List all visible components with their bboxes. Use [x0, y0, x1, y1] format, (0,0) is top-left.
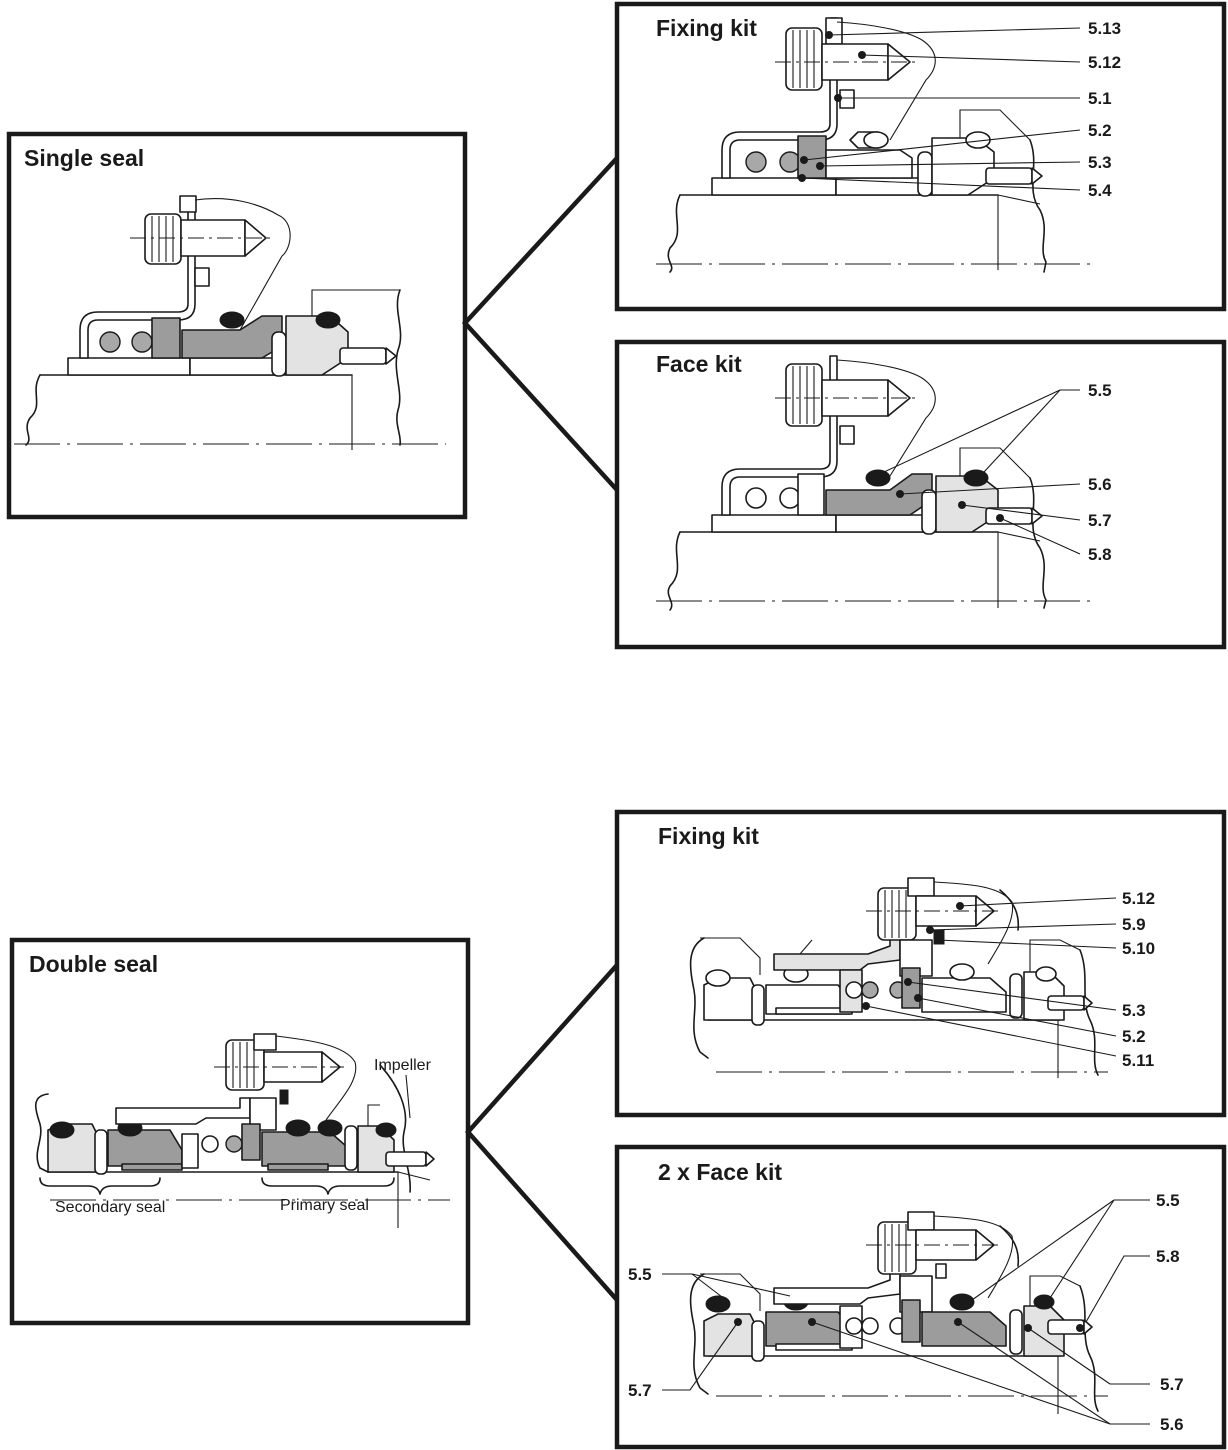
callout-5-1: 5.1: [1088, 89, 1112, 108]
callout-5-5-left: 5.5: [628, 1265, 652, 1284]
double-seal-title: Double seal: [29, 951, 158, 977]
single-fixing-kit-box: [614, 1, 1227, 312]
single-face-kit-drawing: [656, 355, 1094, 611]
callout-5-7-left: 5.7: [628, 1381, 652, 1400]
impeller-label: Impeller: [374, 1057, 432, 1074]
callout-5-4: 5.4: [1088, 181, 1112, 200]
callout-5-6: 5.6: [1088, 475, 1112, 494]
callout-5-7: 5.7: [1088, 511, 1112, 530]
callout-5-5: 5.5: [1088, 381, 1112, 400]
callout-5-12: 5.12: [1088, 53, 1121, 72]
callout-5-2-double: 5.2: [1122, 1027, 1146, 1046]
primary-seal-label: Primary seal: [280, 1197, 369, 1214]
callout-5-13: 5.13: [1088, 19, 1121, 38]
double-face-kit-leaders: [662, 1199, 1150, 1425]
callout-5-12-double: 5.12: [1122, 889, 1155, 908]
double-seal-drawing: [34, 1033, 450, 1228]
single-seal-drawing: [14, 195, 446, 450]
callout-5-5-right: 5.5: [1156, 1191, 1180, 1210]
double-face-kit-drawing: [689, 1211, 1108, 1414]
callout-5-2: 5.2: [1088, 121, 1112, 140]
single-face-kit-title: Face kit: [656, 351, 742, 377]
single-face-kit-box: [614, 339, 1227, 650]
double-fixing-kit-title: Fixing kit: [658, 823, 759, 849]
callout-5-8-right: 5.8: [1156, 1247, 1180, 1266]
double-face-kit-title: 2 x Face kit: [658, 1159, 782, 1185]
single-seal-title: Single seal: [24, 145, 144, 171]
callout-5-3: 5.3: [1088, 153, 1112, 172]
callout-5-9: 5.9: [1122, 915, 1146, 934]
callout-5-6-right: 5.6: [1160, 1415, 1184, 1434]
callout-5-3-double: 5.3: [1122, 1001, 1146, 1020]
double-fixing-kit-leaders: [865, 897, 1117, 1057]
single-fixing-kit-title: Fixing kit: [656, 15, 757, 41]
single-connector: [461, 156, 619, 492]
single-fixing-kit-drawing: [656, 17, 1094, 273]
callout-5-8: 5.8: [1088, 545, 1112, 564]
callout-5-7-right: 5.7: [1160, 1375, 1184, 1394]
secondary-seal-label: Secondary seal: [55, 1199, 165, 1216]
single-fixing-kit-leaders: [801, 27, 1081, 191]
double-connector: [464, 963, 619, 1302]
callout-5-10: 5.10: [1122, 939, 1155, 958]
single-face-kit-leaders: [883, 389, 1081, 555]
double-fixing-kit-drawing: [689, 877, 1108, 1078]
callout-5-11: 5.11: [1122, 1051, 1154, 1070]
double-fixing-kit-box: [614, 809, 1227, 1118]
